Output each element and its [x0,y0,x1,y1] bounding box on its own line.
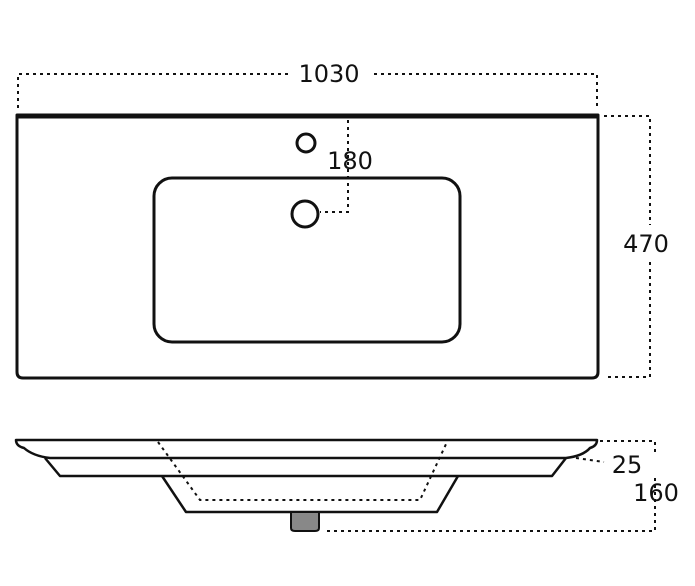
width-dimension-line-left [17,73,290,108]
basin-skirt-profile [44,457,567,478]
bowl-interior-hidden-line [157,441,448,501]
rim-thickness-leader [575,457,605,463]
top-view: 1030 180 470 [15,60,669,380]
tap-hole [295,132,317,154]
drain-outlet [290,511,320,532]
drain-hole [290,199,320,229]
tap-offset-label: 180 [327,147,373,175]
basin-rim-profile [14,438,599,460]
depth-dimension-line-bottom [604,262,651,378]
basin-bowl-profile [160,475,460,514]
depth-dimension-line-top [604,115,651,225]
basin-top-outline [15,113,600,380]
rim-thickness-dimension-line [600,440,656,453]
width-dimension-line-right [374,73,598,110]
width-dimension-label: 1030 [298,60,359,88]
depth-dimension-label: 470 [623,230,669,258]
tap-offset-dimension-line [320,120,349,213]
total-height-dimension-line [323,478,656,532]
basin-bowl [152,176,462,344]
side-view: 25 160 [14,438,679,532]
rim-thickness-label: 25 [612,451,643,479]
total-height-label: 160 [633,479,679,507]
